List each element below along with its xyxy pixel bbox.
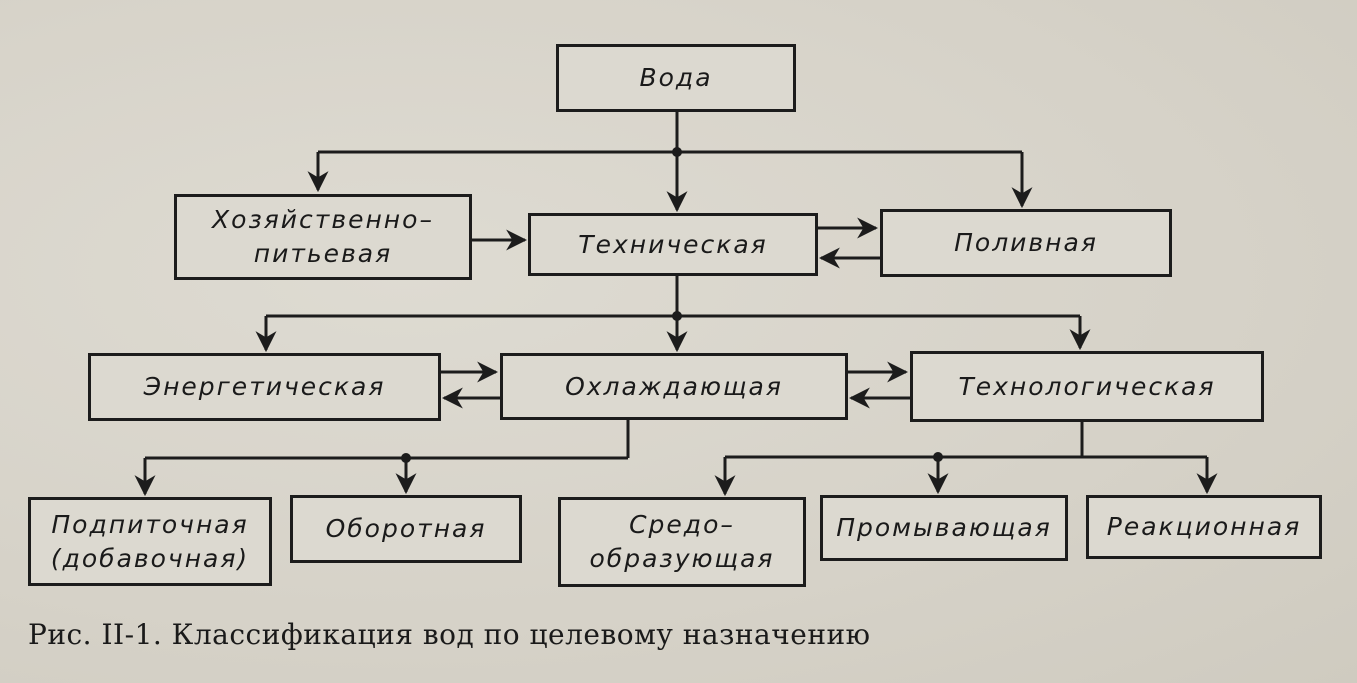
junction-dot <box>933 452 943 462</box>
node-washing: Промывающая <box>820 495 1068 561</box>
node-recycled: Оборотная <box>290 495 522 563</box>
node-voda: Вода <box>556 44 796 112</box>
node-technological: Технологическая <box>910 351 1264 422</box>
node-energy: Энергетическая <box>88 353 441 421</box>
node-household: Хозяйственно– питьевая <box>174 194 472 280</box>
junction-dot <box>672 311 682 321</box>
node-irrigation: Поливная <box>880 209 1172 277</box>
node-technical: Техническая <box>528 213 818 276</box>
node-cooling: Охлаждающая <box>500 353 848 420</box>
node-reaction: Реакционная <box>1086 495 1322 559</box>
junction-dot <box>672 147 682 157</box>
junction-dot <box>401 453 411 463</box>
node-makeup: Подпиточная (добавочная) <box>28 497 272 586</box>
node-medium: Средо– образующая <box>558 497 806 587</box>
figure-caption: Рис. II-1. Классификация вод по целевому… <box>28 618 871 651</box>
